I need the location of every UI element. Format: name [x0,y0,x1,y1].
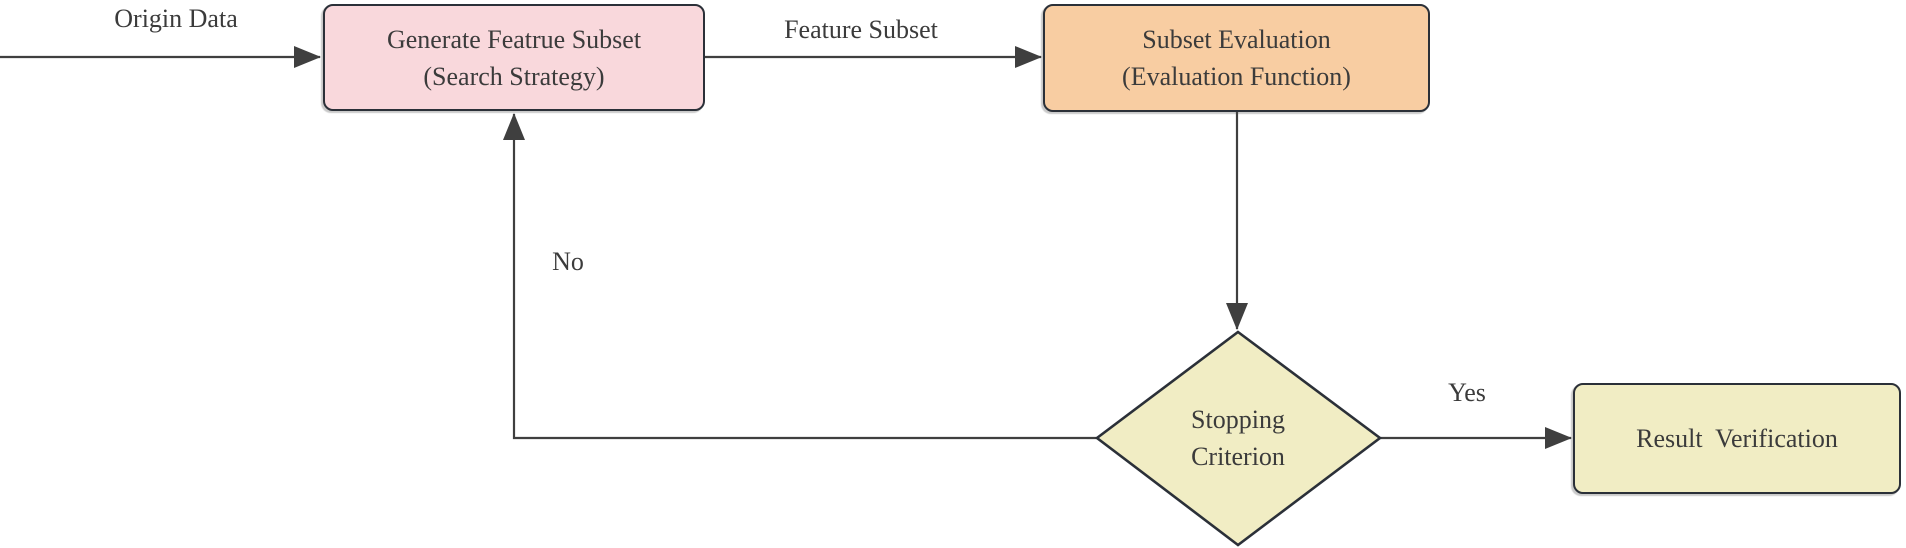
stopping-criterion-diamond [1094,330,1383,547]
edge-no-label: No [552,247,584,276]
node-stopping-criterion-label: Stopping Criterion [1128,401,1348,475]
node-subset-evaluation: Subset Evaluation (Evaluation Function) [1043,4,1430,112]
edge-feature-subset-label: Feature Subset [784,15,938,44]
node-stopping-line1: Stopping [1191,405,1285,434]
edge-origin-data-label: Origin Data [114,4,238,33]
edge-yes-label: Yes [1448,378,1486,407]
node-generate-feature-subset: Generate Featrue Subset (Search Strategy… [323,4,705,111]
node-stopping-line2: Criterion [1191,442,1285,471]
node-evaluation-line1: Subset Evaluation [1142,25,1331,54]
node-result-verification: Result Verification [1573,383,1901,494]
node-generate-line1: Generate Featrue Subset [386,24,642,54]
node-result-label: Result Verification [1636,424,1838,453]
edge-no-loop-arrow [503,113,1097,440]
node-evaluation-line2: (Evaluation Function) [1122,62,1351,91]
node-generate-line2: (Search Strategy) [423,61,605,91]
